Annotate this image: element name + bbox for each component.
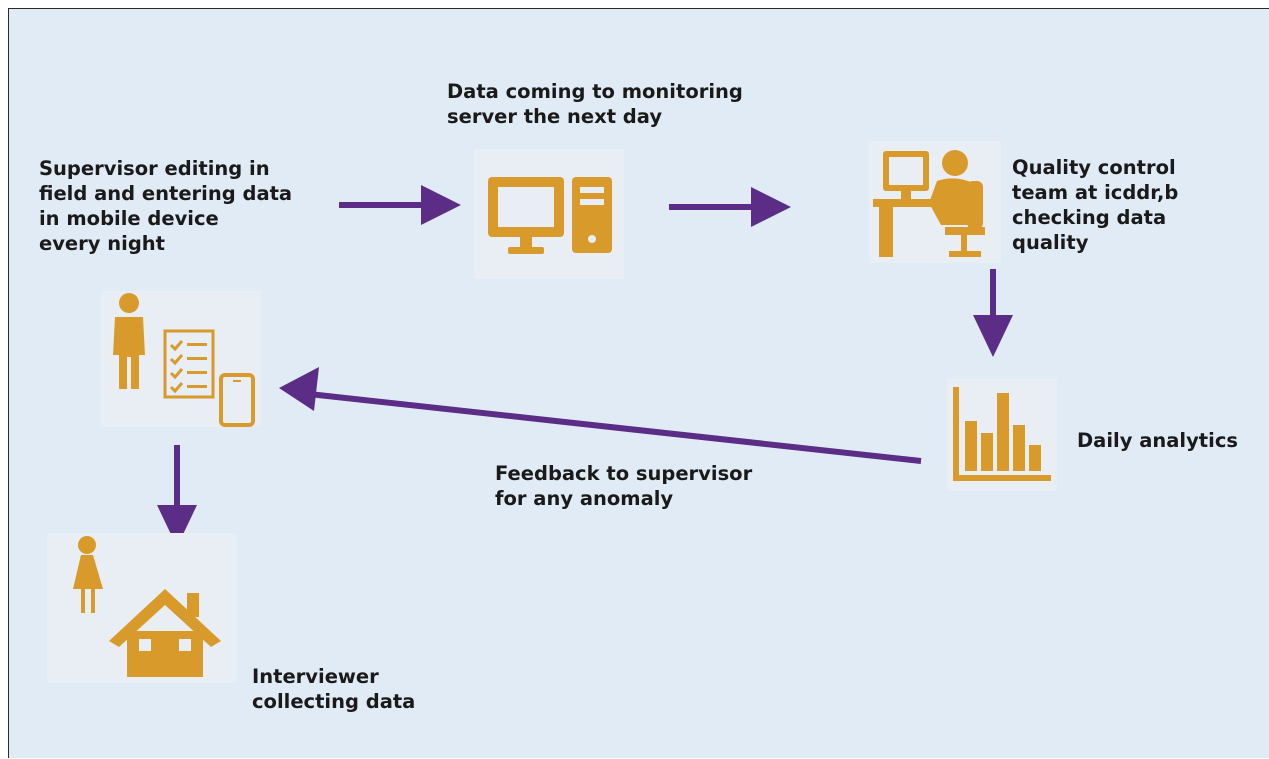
woman-and-house-icon xyxy=(47,533,237,683)
supervisor-checklist-phone-icon xyxy=(101,291,261,427)
person-at-workstation-icon xyxy=(869,141,1001,263)
interviewer-label: Interviewer collecting data xyxy=(252,665,416,713)
server-label: Data coming to monitoring server the nex… xyxy=(447,80,743,128)
arrow-supervisor-to-interviewer xyxy=(157,445,197,547)
bar-chart-icon xyxy=(947,379,1057,491)
arrow-server-to-qc-team xyxy=(669,187,791,227)
feedback-edge-label: Feedback to supervisor for any anomaly xyxy=(495,462,753,510)
arrow-qc-team-to-analytics xyxy=(973,269,1013,357)
arrow-supervisor-to-server xyxy=(339,185,461,225)
desktop-computer-icon xyxy=(474,149,624,279)
arrow-layer xyxy=(157,185,1013,547)
diagram-canvas: Supervisor editing in field and entering… xyxy=(8,8,1269,758)
supervisor-label: Supervisor editing in field and entering… xyxy=(39,157,293,255)
qc-team-label: Quality control team at icddr,b checking… xyxy=(1012,156,1179,254)
analytics-label: Daily analytics xyxy=(1077,429,1238,452)
arrow-analytics-to-supervisor xyxy=(279,367,922,464)
